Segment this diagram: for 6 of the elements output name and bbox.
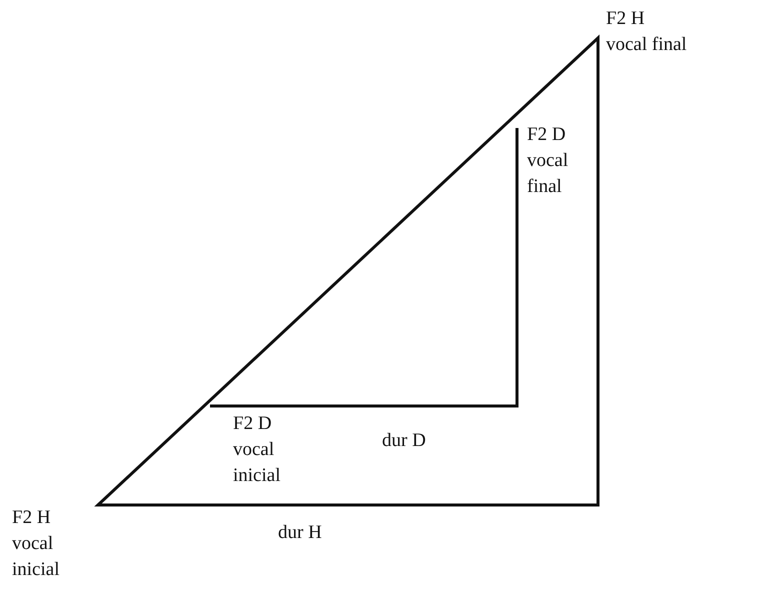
duration-label: dur H [278, 521, 322, 545]
vertex-label: F2 D vocal inicial [233, 412, 282, 488]
duration-label: dur D [382, 429, 426, 453]
vertex-label: F2 H vocal final [606, 7, 688, 57]
vertex-label: F2 D vocal final [527, 123, 570, 199]
vertex-label: F2 H vocal inicial [12, 506, 60, 582]
